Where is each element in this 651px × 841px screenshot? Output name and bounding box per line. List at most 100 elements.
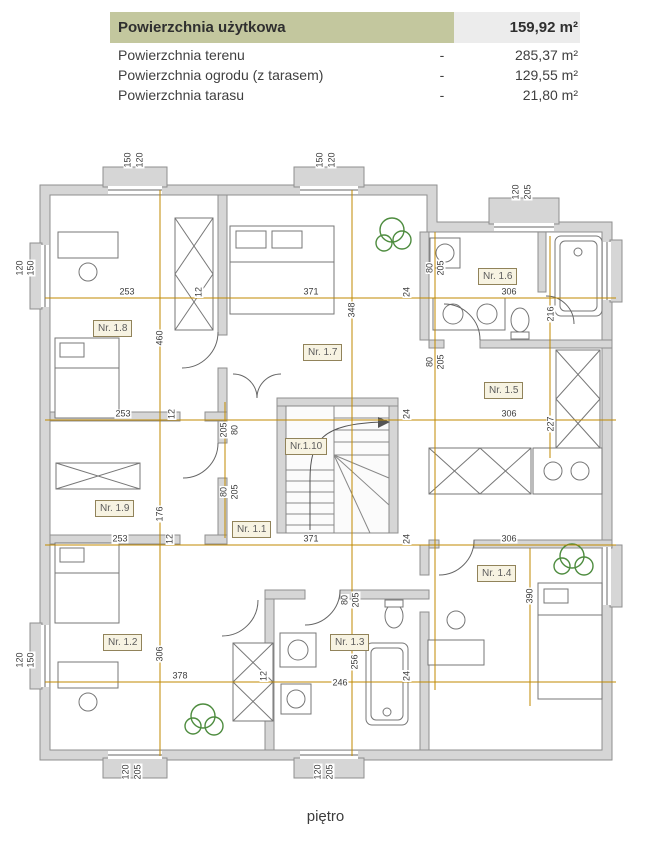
dimension-label: 205 xyxy=(324,763,335,781)
area-row-tarasu: Powierzchnia tarasu - 21,80 m² xyxy=(110,87,580,103)
plants xyxy=(184,217,594,736)
dimension-label: 24 xyxy=(401,407,412,421)
area-primary-label: Powierzchnia użytkowa xyxy=(110,12,454,43)
room-label: Nr. 1.9 xyxy=(95,500,135,517)
dimension-label: 12 xyxy=(164,532,175,546)
dash-separator: - xyxy=(439,87,445,103)
plant-icon xyxy=(553,543,594,576)
toilet-icon xyxy=(510,307,530,340)
door-arcs xyxy=(181,295,575,637)
room-label: Nr. 1.7 xyxy=(303,344,343,361)
area-row-label: Powierzchnia ogrodu (z tarasem) xyxy=(118,67,324,83)
area-row-value: 285,37 m² xyxy=(514,47,578,63)
dormer-block xyxy=(488,197,560,225)
area-row-value: 129,55 m² xyxy=(514,67,578,83)
bed-icon xyxy=(537,582,603,700)
dimension-label: 80 xyxy=(218,485,229,499)
dimension-label: 12 xyxy=(193,285,204,299)
area-row-value: 21,80 m² xyxy=(522,87,578,103)
area-row-ogrodu: Powierzchnia ogrodu (z tarasem) - 129,55… xyxy=(110,67,580,83)
dimension-label: 371 xyxy=(302,286,320,297)
dimension-label: 120 xyxy=(510,183,521,201)
windows xyxy=(41,186,611,759)
door-arc xyxy=(182,442,219,479)
dimension-label: 216 xyxy=(545,305,556,323)
plant-icon xyxy=(184,703,224,736)
dimension-label: 205 xyxy=(229,483,240,501)
bed-icon xyxy=(54,337,120,419)
dimension-label: 120 xyxy=(14,259,25,277)
bathtub-icon xyxy=(365,642,409,726)
dimension-label: 205 xyxy=(350,591,361,609)
dimension-label: 24 xyxy=(401,532,412,546)
bed-icon xyxy=(229,225,335,315)
dimension-label: 378 xyxy=(171,670,189,681)
sink-icon xyxy=(279,632,317,668)
dimension-label: 460 xyxy=(154,329,165,347)
dash-separator: - xyxy=(439,47,445,63)
dimension-label: 390 xyxy=(524,587,535,605)
dimension-label: 371 xyxy=(302,533,320,544)
dimension-label: 348 xyxy=(346,301,357,319)
sink-icon xyxy=(432,297,506,331)
room-label: Nr. 1.8 xyxy=(93,320,133,337)
room-label: Nr. 1.6 xyxy=(478,268,518,285)
dimension-label: 253 xyxy=(114,408,132,419)
area-summary-table: Powierzchnia użytkowa 159,92 m² Powierzc… xyxy=(110,12,580,103)
dimension-label: 246 xyxy=(331,677,349,688)
dimension-label: 306 xyxy=(500,533,518,544)
dimension-label: 12 xyxy=(258,669,269,683)
dimension-label: 150 xyxy=(25,651,36,669)
door-arc xyxy=(221,599,259,637)
area-row-terenu: Powierzchnia terenu - 285,37 m² xyxy=(110,47,580,63)
dimension-label: 80 xyxy=(229,423,240,437)
desk-icon xyxy=(427,610,485,666)
dimension-label: 150 xyxy=(25,259,36,277)
dimension-label: 12 xyxy=(166,407,177,421)
door-arc xyxy=(232,373,258,399)
dimension-label: 80 xyxy=(424,261,435,275)
door-arc xyxy=(256,373,282,399)
plant-icon xyxy=(375,217,412,252)
dimension-label: 205 xyxy=(218,421,229,439)
floor-caption: piętro xyxy=(306,808,345,825)
dimension-label: 306 xyxy=(500,286,518,297)
dimension-label: 227 xyxy=(545,415,556,433)
dimension-label: 120 xyxy=(134,151,145,169)
door-arc xyxy=(438,539,475,576)
area-row-primary: Powierzchnia użytkowa 159,92 m² xyxy=(110,12,580,43)
room-label: Nr. 1.3 xyxy=(330,634,370,651)
furniture xyxy=(54,217,603,726)
wardrobe-icon xyxy=(174,217,214,331)
area-primary-value: 159,92 m² xyxy=(454,12,580,43)
door-arc xyxy=(304,589,341,626)
dimension-label: 205 xyxy=(435,259,446,277)
dimension-label: 253 xyxy=(111,533,129,544)
dimension-label: 256 xyxy=(349,653,360,671)
dimension-label: 120 xyxy=(326,151,337,169)
counter-icon xyxy=(532,447,603,495)
bathtub-icon xyxy=(554,235,603,317)
dimension-label: 80 xyxy=(424,355,435,369)
room-label: Nr. 1.5 xyxy=(484,382,524,399)
dimension-label: 205 xyxy=(522,183,533,201)
area-row-label: Powierzchnia terenu xyxy=(118,47,245,63)
wardrobe-icon xyxy=(428,447,532,495)
dimension-label: 120 xyxy=(312,763,323,781)
dimension-label: 306 xyxy=(154,645,165,663)
desk-icon xyxy=(57,661,119,712)
dimension-label: 24 xyxy=(401,669,412,683)
door-arc xyxy=(181,331,219,369)
desk-icon xyxy=(57,231,119,282)
staircase xyxy=(285,405,390,534)
dash-separator: - xyxy=(439,67,445,83)
dimension-label: 150 xyxy=(314,151,325,169)
bed-icon xyxy=(54,542,120,624)
dimension-label: 80 xyxy=(339,593,350,607)
toilet-icon xyxy=(384,599,404,629)
door-arc xyxy=(443,303,481,341)
dimension-label: 205 xyxy=(435,353,446,371)
